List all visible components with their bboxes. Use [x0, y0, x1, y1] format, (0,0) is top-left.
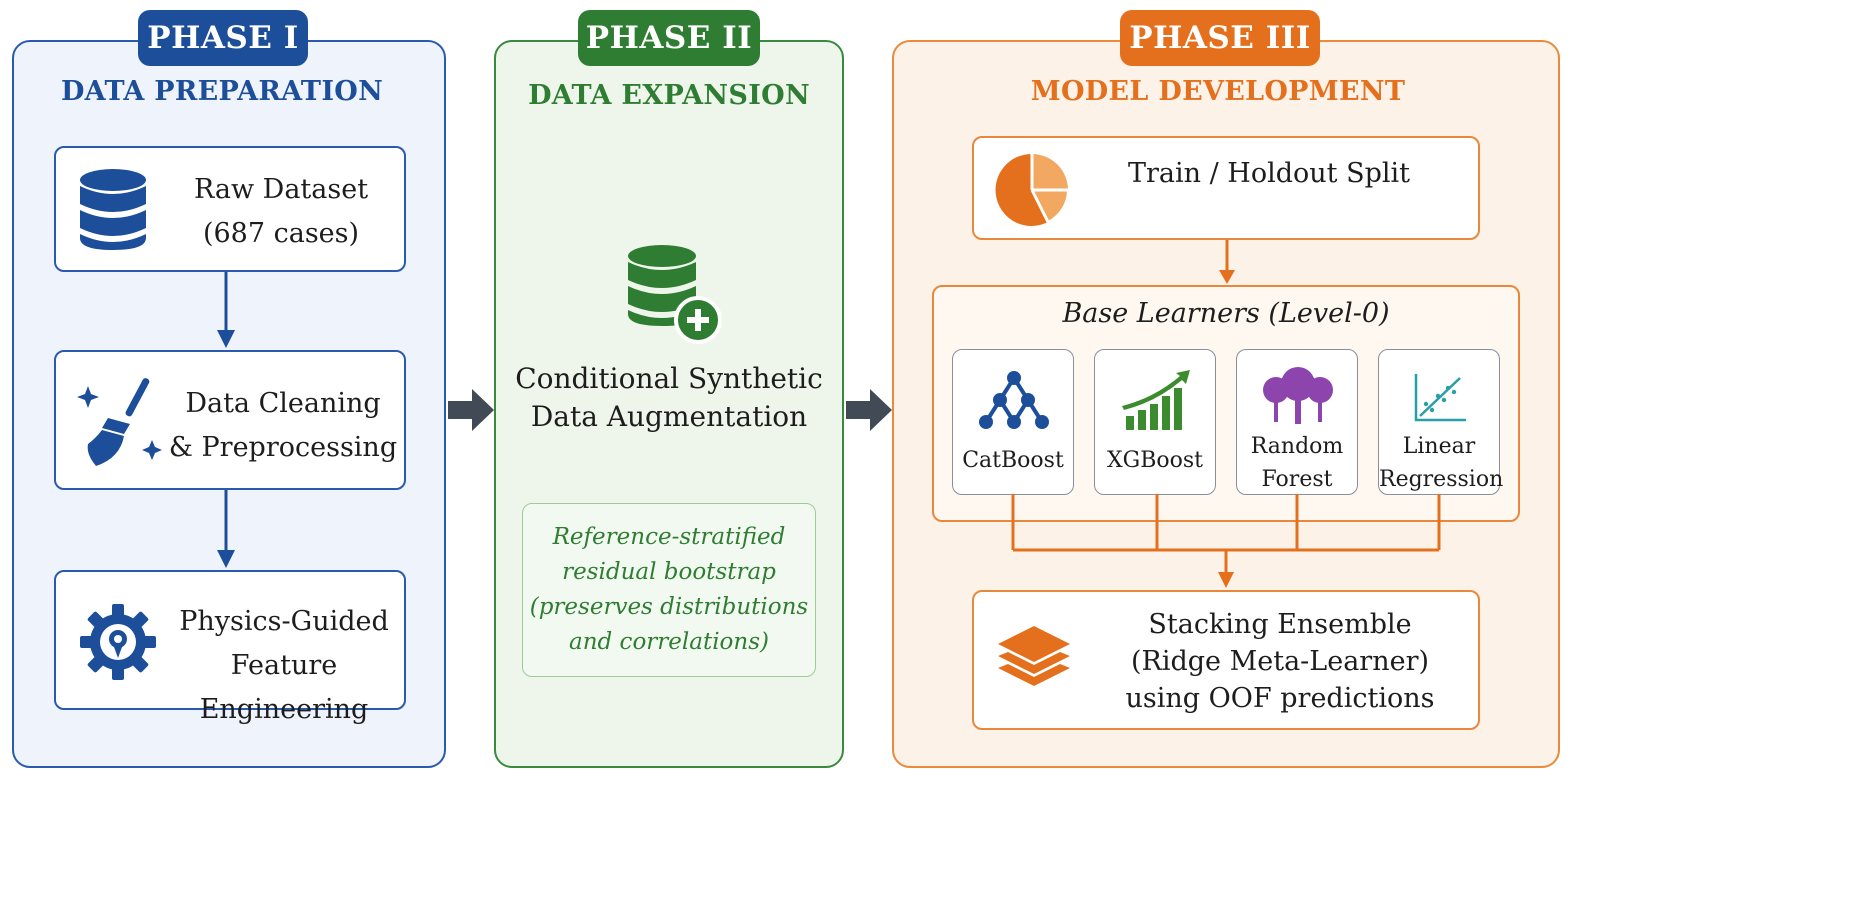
step-raw-dataset-line1: Raw Dataset	[193, 174, 369, 205]
augmentation-note: Reference-stratified residual bootstrap …	[522, 520, 816, 660]
learner-random-forest-line1: Random	[1250, 434, 1344, 459]
phase-3-tab: PHASE III	[1120, 10, 1320, 66]
learner-random-forest: Random Forest	[1236, 349, 1358, 495]
train-holdout-split-label: Train / Holdout Split	[1128, 158, 1410, 189]
database-icon	[80, 169, 146, 250]
phase-2-tab: PHASE II	[578, 10, 760, 66]
augmentation-note-line4: and correlations)	[569, 629, 769, 655]
augmentation-method-line1: Conditional Synthetic	[515, 362, 823, 395]
learner-random-forest-line2: Forest	[1261, 467, 1333, 492]
learner-linear-regression-line1: Linear	[1402, 434, 1476, 459]
step-feature-engineering-line1: Physics-Guided	[179, 606, 389, 637]
learner-catboost: CatBoost	[952, 349, 1074, 495]
step-data-cleaning-line1: Data Cleaning	[185, 388, 381, 419]
learner-linear-regression-line2: Regression	[1379, 467, 1504, 492]
augmentation-method: Conditional Synthetic Data Augmentation	[500, 360, 838, 436]
learner-xgboost-label: XGBoost	[1106, 448, 1204, 473]
arrow-phase2-to-phase3	[846, 389, 892, 431]
phase-1-title: DATA PREPARATION	[60, 76, 384, 107]
phase-2-title: DATA EXPANSION	[528, 80, 810, 111]
step-raw-dataset: Raw Dataset (687 cases)	[54, 146, 406, 272]
gear-icon	[80, 604, 156, 680]
augmentation-note-line3: (preserves distributions	[529, 594, 809, 620]
stacking-ensemble-line2: (Ridge Meta-Learner)	[1130, 646, 1430, 677]
layers-icon	[998, 626, 1070, 686]
augmentation-note-box	[522, 503, 816, 677]
step-data-cleaning: Data Cleaning & Preprocessing	[54, 350, 406, 490]
learners-to-ensemble-connectors	[1011, 494, 1441, 588]
stacking-ensemble-line3: using OOF predictions	[1125, 683, 1435, 714]
stacking-ensemble-line1: Stacking Ensemble	[1148, 609, 1412, 640]
phase-1-tab: PHASE I	[138, 10, 308, 66]
step-raw-dataset-line2: (687 cases)	[202, 218, 360, 249]
forest-icon	[1263, 367, 1333, 424]
step-feature-engineering: Physics-Guided Feature Engineering	[54, 570, 406, 725]
pie-chart-icon	[995, 153, 1070, 226]
stacking-ensemble-card: Stacking Ensemble (Ridge Meta-Learner) u…	[972, 590, 1480, 730]
augmentation-note-line1: Reference-stratified	[552, 524, 786, 550]
arrow-split-to-learners	[1219, 240, 1235, 284]
growth-bars-icon	[1122, 370, 1190, 430]
learner-xgboost: XGBoost	[1094, 349, 1216, 495]
augmentation-note-line2: residual bootstrap	[562, 559, 776, 585]
base-learners-title: Base Learners (Level-0)	[1062, 298, 1390, 329]
step-feature-engineering-line2: Feature Engineering	[199, 650, 369, 725]
database-plus-icon	[628, 245, 722, 344]
arrow-phase1-to-phase2	[448, 389, 494, 431]
train-holdout-split-card: Train / Holdout Split	[972, 136, 1480, 240]
learner-linear-regression: Linear Regression	[1378, 349, 1504, 495]
step-data-cleaning-line2: & Preprocessing	[168, 432, 398, 463]
phase-1-flow-arrows	[217, 272, 235, 568]
augmentation-method-line2: Data Augmentation	[530, 400, 808, 433]
learner-catboost-label: CatBoost	[962, 448, 1064, 473]
broom-sparkle-icon	[77, 378, 162, 466]
tree-graph-icon	[979, 371, 1049, 429]
scatter-trend-icon	[1414, 374, 1466, 422]
phase-3-title: MODEL DEVELOPMENT	[1030, 76, 1406, 107]
